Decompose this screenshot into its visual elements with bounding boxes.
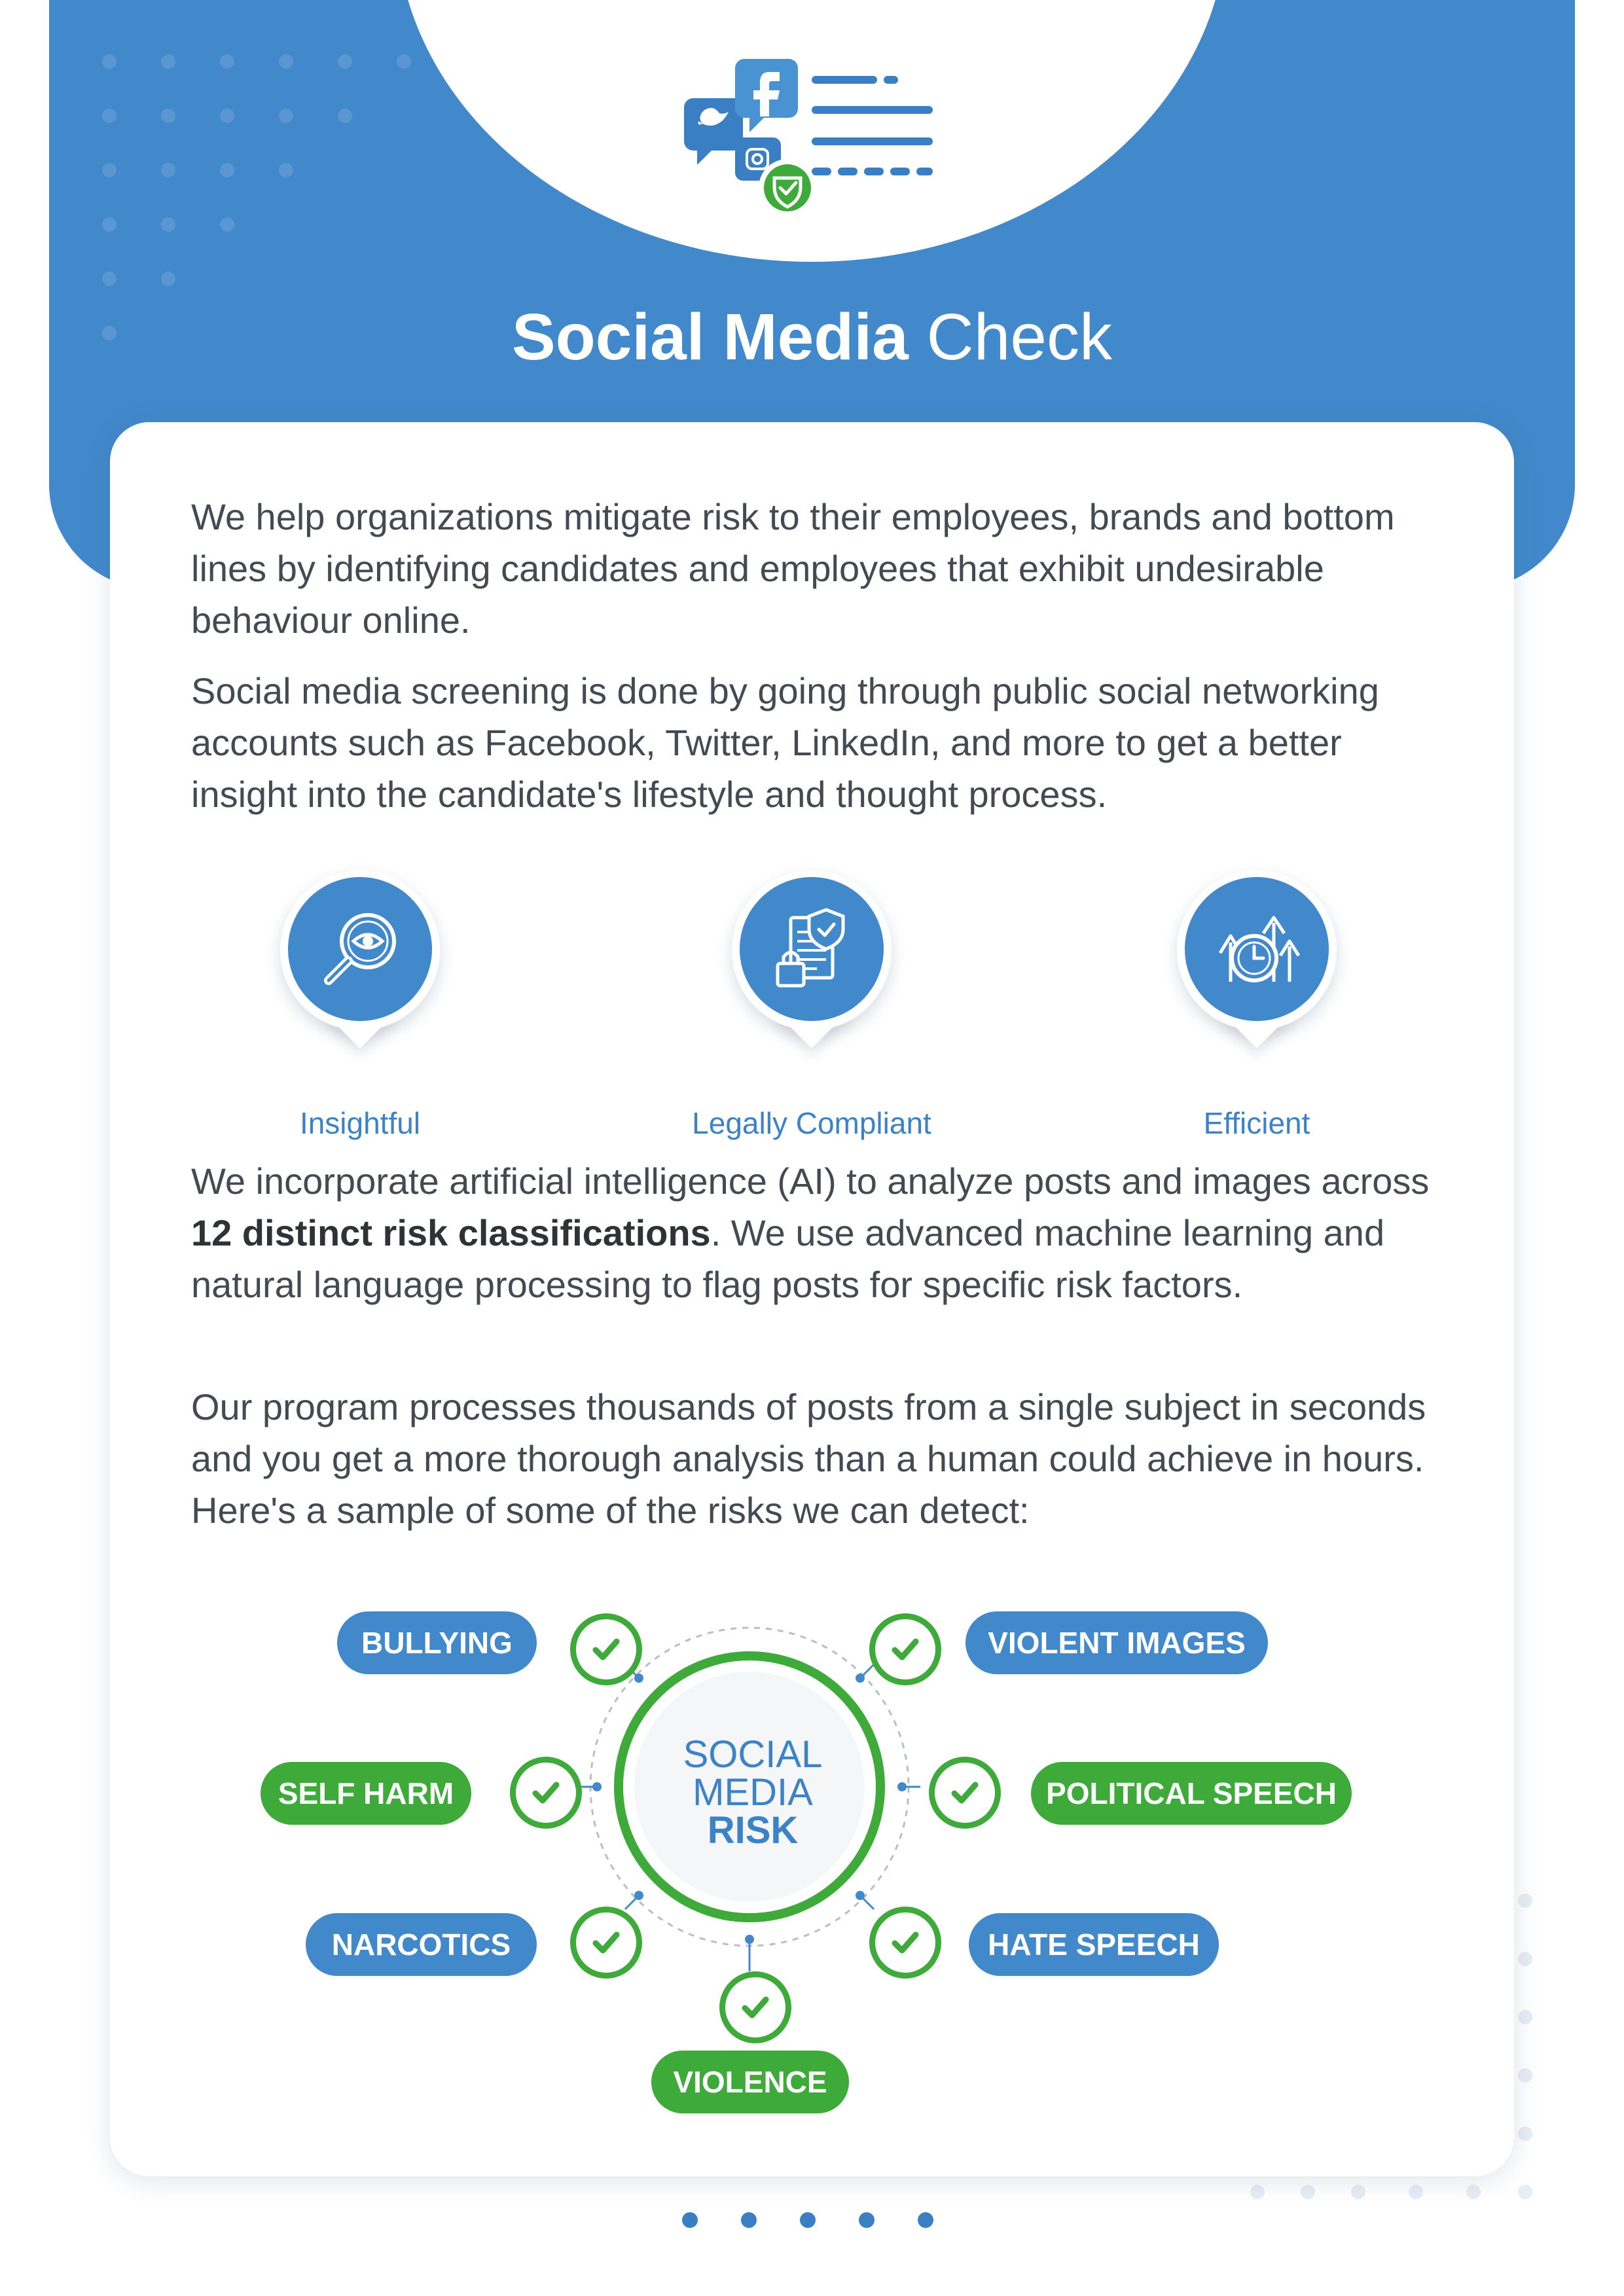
page-indicator-dot: [741, 2212, 757, 2228]
risk-tag-bullying: BULLYING: [337, 1611, 537, 1674]
risk-tag-narcotics: NARCOTICS: [306, 1913, 537, 1976]
check-icon-narcotics: [570, 1907, 642, 1979]
feature-legally-compliant: Legally Compliant: [648, 870, 975, 1141]
check-icon-violence: [719, 1971, 791, 2043]
page-indicator-dot: [859, 2212, 875, 2228]
risk-tag-violent-images: VIOLENT IMAGES: [965, 1611, 1268, 1674]
intro-paragraph-1: We help organizations mitigate risk to t…: [191, 496, 1395, 641]
feature-label: Legally Compliant: [692, 1106, 931, 1140]
feature-pin: [732, 870, 892, 1067]
risk-tag-violence: VIOLENCE: [651, 2051, 849, 2113]
risk-tag-hate-speech: HATE SPEECH: [969, 1913, 1219, 1976]
diagram-center-line-2: MEDIA: [693, 1771, 813, 1814]
feature-pin: [280, 870, 440, 1067]
page-indicator-dot: [682, 2212, 698, 2228]
check-icon-hate-speech: [869, 1907, 941, 1979]
ai-paragraph-2: Our program processes thousands of posts…: [191, 1386, 1426, 1531]
feature-label: Insightful: [299, 1106, 421, 1140]
magnifier-eye-icon: [324, 913, 396, 985]
ai-paragraph-1-highlight: 12 distinct risk classifications: [191, 1212, 711, 1253]
feature-label: Efficient: [1203, 1106, 1310, 1140]
feature-efficient: Efficient: [1093, 870, 1420, 1141]
social-media-check-logo-icon: [684, 59, 933, 217]
ai-paragraph-1-start: We incorporate artificial intelligence (…: [191, 1160, 1430, 1202]
document-shield-lock-icon: [776, 908, 845, 988]
intro-paragraph-2: Social media screening is done by going …: [191, 670, 1379, 815]
page-title-light: Check: [926, 300, 1112, 374]
page-indicator-dot: [800, 2212, 816, 2228]
feature-insightful: Insightful: [196, 870, 524, 1141]
ai-paragraph-1: We incorporate artificial intelligence (…: [191, 1155, 1435, 1310]
page-title: Social Media Check: [0, 298, 1624, 376]
page-indicator-dot: [918, 2212, 933, 2228]
check-icon-political-speech: [929, 1757, 1001, 1829]
risk-tag-political-speech: POLITICAL SPEECH: [1031, 1762, 1352, 1825]
clock-arrows-icon: [1218, 916, 1301, 982]
check-icon-bullying: [570, 1613, 642, 1685]
page-title-bold: Social Media: [511, 300, 909, 374]
risk-tag-self-harm: SELF HARM: [261, 1762, 471, 1825]
check-icon-self-harm: [510, 1757, 582, 1829]
diagram-center-line-3: RISK: [707, 1809, 799, 1852]
diagram-center-line-1: SOCIAL: [683, 1733, 823, 1776]
ai-paragraph-1-end: . We use advanced machine learning and n…: [191, 1212, 1385, 1305]
check-icon-violent-images: [869, 1613, 941, 1685]
feature-pin: [1177, 870, 1337, 1067]
